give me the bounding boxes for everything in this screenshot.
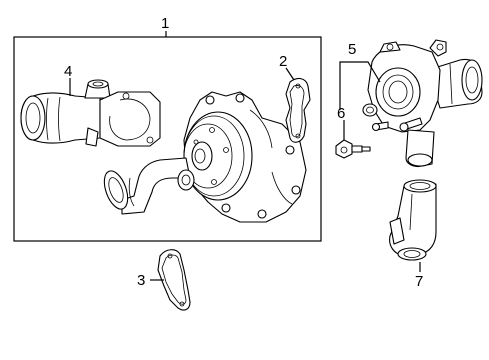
callout-7: 7 — [415, 273, 423, 290]
callout-5: 5 — [348, 41, 356, 58]
coolant-pipe — [389, 179, 437, 261]
callout-1: 1 — [161, 15, 169, 32]
thermostat-outlet-pipe — [20, 79, 161, 147]
lower-gasket — [157, 249, 191, 311]
thermostat-housing — [362, 39, 483, 168]
callout-4: 4 — [64, 63, 72, 80]
callout-6: 6 — [337, 105, 345, 122]
pump-gasket — [285, 77, 311, 143]
assembly-box — [13, 36, 322, 242]
water-pump — [103, 91, 307, 223]
temperature-sensor — [335, 139, 371, 159]
callout-2: 2 — [279, 53, 287, 70]
leader-2 — [285, 67, 295, 81]
callout-3: 3 — [137, 272, 145, 289]
